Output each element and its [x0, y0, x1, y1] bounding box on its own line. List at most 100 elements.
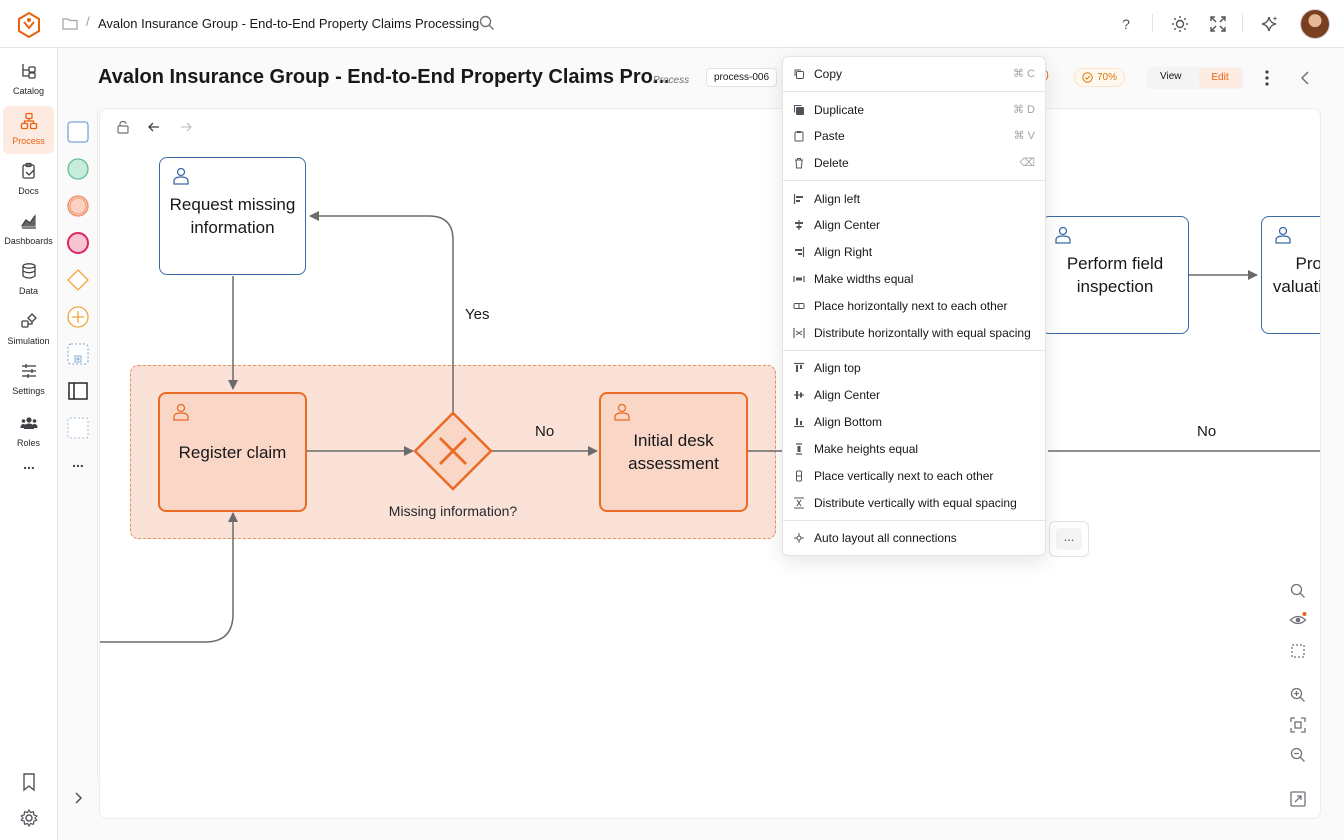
selection-icon[interactable]: [1289, 642, 1307, 660]
align-bottom-icon: [794, 418, 804, 428]
menu-item-paste[interactable]: Paste ⌘ V: [783, 123, 1045, 149]
docs-icon: [21, 162, 35, 179]
menu-item-duplicate[interactable]: Duplicate ⌘ D: [783, 97, 1045, 123]
folder-icon[interactable]: [62, 16, 78, 30]
task-initial-desk-assessment[interactable]: Initial desk assessment: [599, 392, 748, 512]
subprocess-icon[interactable]: [67, 343, 89, 365]
start-event-icon[interactable]: [67, 158, 89, 180]
task-label: Perform field inspection: [1066, 254, 1164, 296]
breadcrumb-title[interactable]: Avalon Insurance Group - End-to-End Prop…: [98, 16, 480, 31]
context-more-pill[interactable]: ...: [1049, 521, 1089, 557]
menu-item-label: Distribute horizontally with equal spaci…: [814, 326, 1031, 340]
bookmark-icon[interactable]: [19, 772, 39, 792]
menu-divider: [783, 91, 1045, 92]
menu-item-align-left[interactable]: Align left: [783, 186, 1045, 212]
eye-icon[interactable]: [1289, 611, 1307, 629]
gateway-exclusive[interactable]: [413, 411, 493, 491]
menu-shortcut: ⌘ D: [1013, 104, 1035, 116]
completion-value: 70%: [1097, 72, 1118, 83]
menu-item-make-heights-equal[interactable]: Make heights equal: [783, 436, 1045, 462]
nav-more-button[interactable]: ...: [23, 456, 35, 472]
menu-item-label: Paste: [814, 129, 845, 143]
menu-item-make-widths-equal[interactable]: Make widths equal: [783, 266, 1045, 292]
redo-arrow-icon[interactable]: [179, 120, 193, 134]
menu-item-distribute-vertically[interactable]: Distribute vertically with equal spacing: [783, 490, 1045, 516]
menu-item-label: Align top: [814, 361, 861, 375]
diagram-canvas[interactable]: Request missing information Register cla…: [99, 108, 1321, 819]
menu-item-align-right[interactable]: Align Right: [783, 239, 1045, 265]
menu-shortcut: ⌫: [1019, 157, 1035, 169]
gateway-icon[interactable]: [67, 269, 89, 291]
menu-item-align-center-vertical[interactable]: Align Center: [783, 382, 1045, 408]
menu-item-place-vertically[interactable]: Place vertically next to each other: [783, 463, 1045, 489]
minimap-icon[interactable]: [1289, 790, 1307, 808]
fullscreen-icon[interactable]: [1208, 14, 1228, 34]
toolbar-divider: [1242, 14, 1243, 32]
align-right-icon: [795, 247, 805, 257]
chevron-right-icon[interactable]: [70, 790, 86, 806]
pool-icon[interactable]: [67, 380, 89, 402]
intermediate-event-icon[interactable]: [67, 195, 89, 217]
menu-item-label: Copy: [814, 67, 843, 81]
nav-item-process[interactable]: Process: [3, 106, 54, 154]
task-shape-icon[interactable]: [67, 121, 89, 143]
user-task-icon: [1275, 226, 1291, 244]
database-icon: [21, 263, 36, 279]
task-request-missing-information[interactable]: Request missing information: [159, 157, 306, 275]
task-label: Initial desk assessment: [628, 431, 719, 473]
end-event-icon[interactable]: [67, 232, 89, 254]
view-mode-button[interactable]: View: [1160, 71, 1182, 82]
nav-item-roles[interactable]: Roles: [3, 408, 54, 456]
context-more-button[interactable]: ...: [1056, 528, 1082, 550]
nav-item-catalog[interactable]: Catalog: [3, 56, 54, 104]
task-label: Pro valuati: [1272, 254, 1321, 296]
menu-item-auto-layout[interactable]: Auto layout all connections: [783, 525, 1045, 551]
help-icon[interactable]: ?: [1122, 16, 1130, 32]
menu-item-label: Place vertically next to each other: [814, 469, 994, 483]
nav-item-docs[interactable]: Docs: [3, 156, 54, 204]
nav-item-data[interactable]: Data: [3, 256, 54, 304]
menu-item-label: Align Center: [814, 218, 881, 232]
completion-badge[interactable]: 70%: [1074, 68, 1126, 87]
zoom-in-icon[interactable]: [1289, 686, 1307, 704]
menu-item-align-top[interactable]: Align top: [783, 355, 1045, 381]
task-register-claim[interactable]: Register claim: [158, 392, 307, 512]
menu-item-copy[interactable]: Copy ⌘ C: [783, 61, 1045, 87]
sliders-icon: [21, 364, 36, 378]
nav-item-dashboards[interactable]: Dashboards: [3, 206, 54, 254]
fit-to-screen-icon[interactable]: [1289, 716, 1307, 734]
chevron-left-icon[interactable]: [1298, 70, 1312, 86]
menu-item-delete[interactable]: Delete ⌫: [783, 150, 1045, 176]
menu-divider: [783, 350, 1045, 351]
menu-item-distribute-horizontally[interactable]: Distribute horizontally with equal spaci…: [783, 320, 1045, 346]
breadcrumb-separator: /: [86, 14, 90, 29]
nav-item-settings[interactable]: Settings: [3, 356, 54, 404]
undo-arrow-icon[interactable]: [147, 120, 161, 134]
parallel-gateway-icon[interactable]: [67, 306, 89, 328]
zoom-out-icon[interactable]: [1289, 746, 1307, 764]
sun-icon[interactable]: [1170, 14, 1190, 34]
sparkle-icon[interactable]: [1260, 14, 1280, 34]
search-icon[interactable]: [1289, 582, 1307, 600]
menu-item-label: Align Center: [814, 388, 881, 402]
group-icon[interactable]: [67, 417, 89, 439]
menu-item-place-horizontally[interactable]: Place horizontally next to each other: [783, 293, 1045, 319]
distribute-horizontal-icon: [793, 328, 805, 338]
edit-mode-button[interactable]: Edit: [1199, 68, 1241, 88]
lock-icon[interactable]: [116, 120, 130, 134]
more-vertical-icon[interactable]: [1260, 68, 1274, 88]
menu-item-align-bottom[interactable]: Align Bottom: [783, 409, 1045, 435]
process-id-badge: process-006: [706, 68, 778, 87]
equal-width-icon: [793, 276, 805, 282]
task-property-valuation[interactable]: Pro valuati: [1261, 216, 1321, 334]
menu-item-align-center-horizontal[interactable]: Align Center: [783, 212, 1045, 238]
menu-item-label: Align left: [814, 192, 861, 206]
user-avatar[interactable]: [1300, 9, 1330, 39]
search-icon[interactable]: [478, 14, 496, 32]
settings-gear-icon[interactable]: [19, 808, 39, 828]
app-logo-icon[interactable]: [14, 10, 44, 40]
nav-item-simulation[interactable]: Simulation: [3, 306, 54, 354]
task-perform-field-inspection[interactable]: Perform field inspection: [1041, 216, 1189, 334]
palette-more-button[interactable]: ...: [72, 454, 84, 470]
menu-item-label: Distribute vertically with equal spacing: [814, 496, 1017, 510]
